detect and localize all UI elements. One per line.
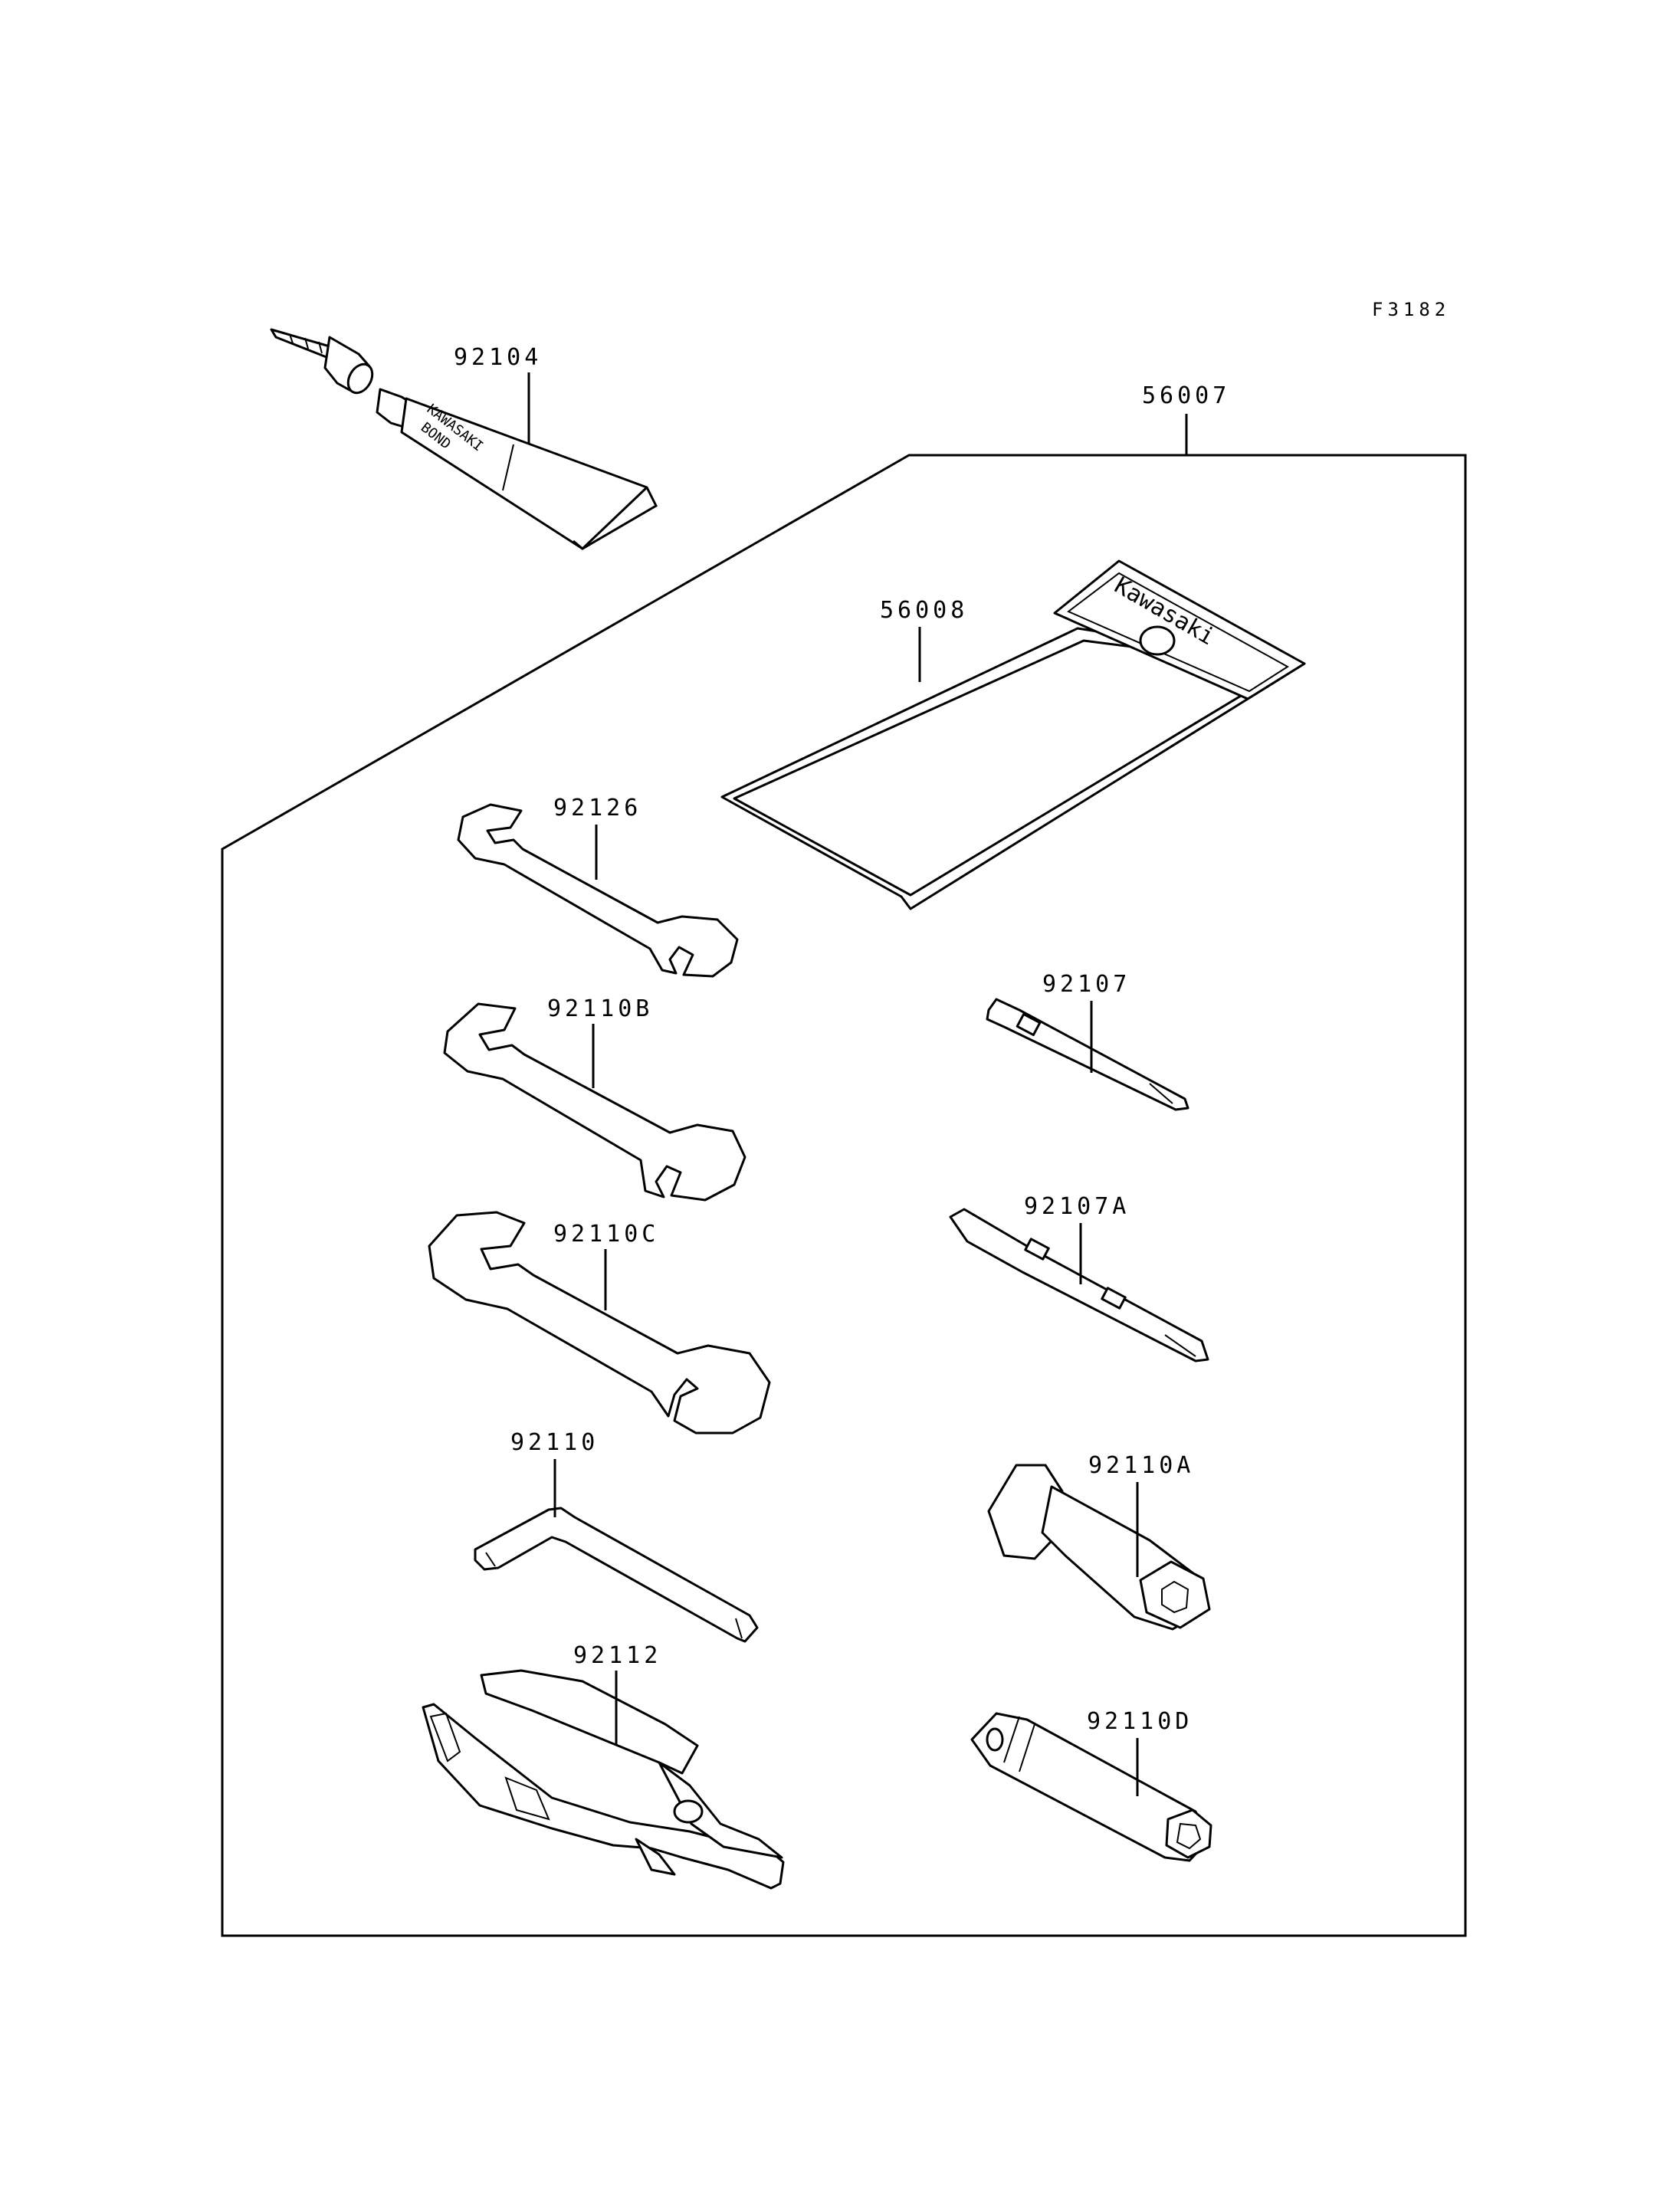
label-92110D: 92110D <box>1087 1708 1193 1735</box>
tubular-spanner <box>970 1712 1212 1862</box>
open-end-wrench-small <box>457 803 739 978</box>
open-end-wrench-large <box>428 1211 771 1435</box>
kit-label: 56007 <box>1142 382 1230 409</box>
box-spanner <box>987 1464 1211 1631</box>
label-56008: 56008 <box>880 597 968 624</box>
label-92107A: 92107A <box>1024 1193 1130 1220</box>
figure-code: F3182 <box>1372 299 1450 320</box>
label-92110C: 92110C <box>553 1221 659 1248</box>
kit-frame <box>221 454 1467 1937</box>
label-92110: 92110 <box>510 1429 599 1456</box>
label-92110B: 92110B <box>547 995 653 1022</box>
label-92112: 92112 <box>573 1642 661 1669</box>
label-92104: 92104 <box>454 344 542 371</box>
double-screwdriver-bit <box>949 1208 1209 1362</box>
screwdriver-bit <box>986 998 1189 1111</box>
open-end-wrench-medium <box>443 1002 746 1202</box>
tool-pouch: Kawasaki <box>720 559 1306 910</box>
label-92107: 92107 <box>1042 971 1130 998</box>
label-92110A: 92110A <box>1088 1452 1194 1479</box>
pliers <box>422 1669 785 1890</box>
hex-key <box>474 1507 759 1643</box>
bond-tube: KAWASAKI BOND <box>270 328 658 550</box>
label-92126: 92126 <box>553 795 641 821</box>
